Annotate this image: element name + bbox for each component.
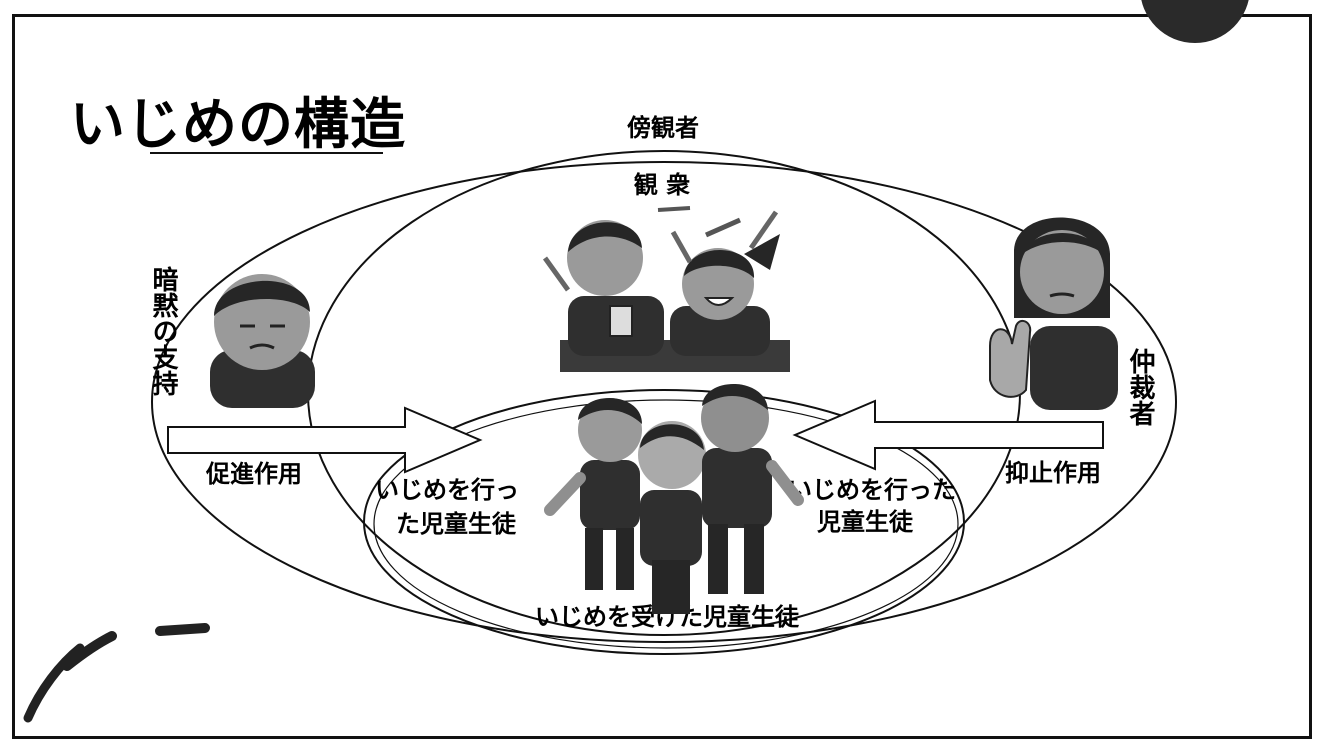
bystanders-label: 傍観者 [627, 114, 699, 142]
bullies-and-victim-figures [544, 383, 804, 614]
inner-ellipse-victim [363, 389, 965, 655]
audience-label: 観 衆 [634, 171, 690, 199]
decorative-stroke-mid [62, 631, 117, 671]
promotion-label: 促進作用 [205, 460, 302, 488]
outer-ellipse-bystanders [151, 161, 1177, 643]
deterrence-label: 抑止作用 [1005, 459, 1101, 487]
slide-title: いじめの構造 [70, 92, 406, 156]
left-bully-label-line2: た児童生徒 [396, 510, 517, 538]
right-bully-label-line1: いじめを行った [788, 476, 956, 504]
decorative-dash [155, 623, 210, 636]
inner-ellipse-outline [373, 399, 959, 649]
tacit-support-label: 暗黙の支持 [148, 266, 178, 396]
left-bully-label-line1: いじめを行っ [375, 476, 519, 504]
deterrence-arrow-left [792, 399, 1104, 471]
corner-blob-decoration [1141, 0, 1249, 43]
promotion-arrow-right [167, 406, 483, 474]
audience-figures [542, 206, 790, 372]
right-bully-label-line2: 児童生徒 [817, 508, 914, 536]
mediator-label: 仲裁者 [1125, 348, 1155, 426]
tacit-supporter-figure [210, 274, 315, 408]
mediator-figure [989, 217, 1118, 410]
decorative-stroke-left [23, 643, 85, 723]
